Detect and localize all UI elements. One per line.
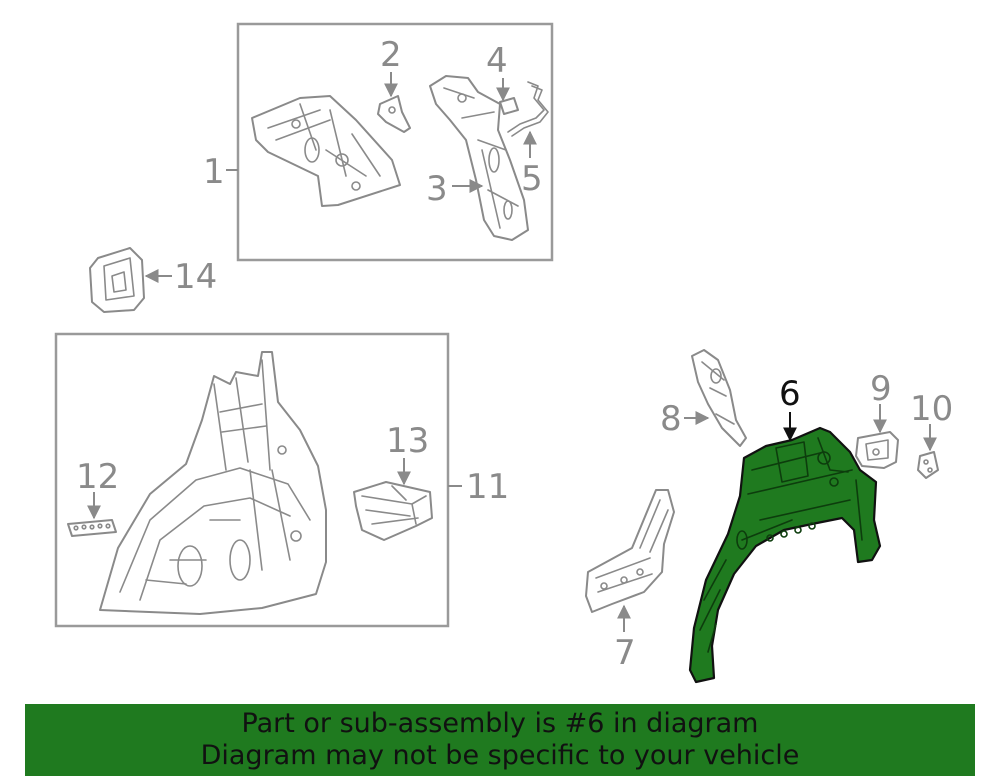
part-5-wire-bracket[interactable] [507,81,549,137]
part-4-clip[interactable] [499,97,519,115]
callout-2: 2 [380,35,402,75]
info-banner: Part or sub-assembly is #6 in diagram Di… [25,704,975,776]
callout-7: 7 [614,633,636,673]
part-12-plate[interactable] [67,519,117,537]
callout-14: 14 [174,257,217,297]
part-7-panel[interactable] [585,489,675,613]
callout-1: 1 [203,152,225,192]
part-14-grommet[interactable] [89,247,145,313]
part-8-bracket[interactable] [691,349,747,447]
banner-line-2: Diagram may not be specific to your vehi… [200,740,800,771]
callout-8: 8 [660,399,682,439]
callout-4: 4 [486,41,508,81]
banner-line-1: Part or sub-assembly is #6 in diagram [241,708,759,739]
callout-5: 5 [521,159,543,199]
part-13-bracket[interactable] [353,481,433,541]
group-box-1 [236,22,554,262]
callout-12: 12 [76,457,119,497]
part-10-clip[interactable] [917,451,939,479]
part-2-gusset[interactable] [377,95,411,133]
group-box-11 [54,332,450,628]
callout-13: 13 [386,421,429,461]
part-6-wheelhouse-outer[interactable] [688,426,882,684]
parts-diagram: 1 2 3 4 5 6 7 8 9 10 11 12 13 14 [54,22,953,684]
callout-10: 10 [910,389,953,429]
callout-6: 6 [779,374,801,414]
part-9-bracket[interactable] [855,431,899,469]
callout-3: 3 [426,169,448,209]
part-11-wheelhouse[interactable] [99,351,327,615]
callout-11: 11 [466,467,509,507]
part-1-bracket[interactable] [251,95,401,207]
callout-9: 9 [870,369,892,409]
part-3-pillar[interactable] [429,75,529,241]
